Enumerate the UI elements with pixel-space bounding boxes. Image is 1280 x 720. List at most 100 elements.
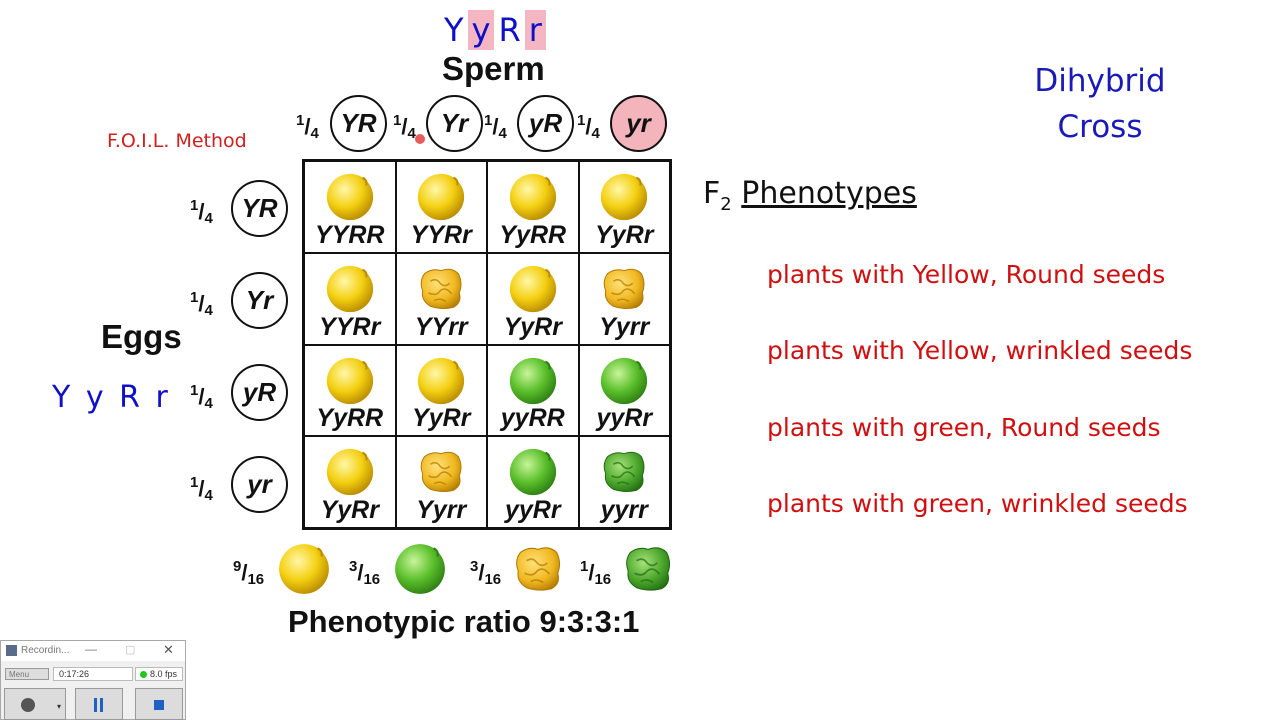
punnett-cell: YyRR — [487, 161, 579, 253]
sperm-fraction: 1/4 — [296, 112, 319, 142]
stop-icon — [154, 700, 164, 710]
recorder-menu-button[interactable]: Menu — [5, 668, 49, 680]
phenotype-item: plants with Yellow, wrinkled seeds — [767, 336, 1193, 365]
record-icon — [21, 698, 35, 712]
genotype-label: yyRR — [500, 404, 565, 433]
egg-fraction: 1/4 — [190, 289, 213, 319]
pea-yellow-round-icon — [323, 354, 377, 406]
punnett-cell: YYRR — [304, 161, 396, 253]
sperm-label: Sperm — [442, 50, 545, 87]
egg-gamete-circle: yR — [231, 364, 288, 421]
record-button[interactable]: ▾ — [4, 688, 66, 720]
punnett-cell: YyRr — [487, 252, 579, 345]
punnett-cell: YyRr — [395, 344, 487, 437]
allele: Y — [444, 11, 464, 49]
maximize-icon[interactable]: ▢ — [125, 644, 136, 656]
pea-yellow-round-icon — [323, 170, 377, 222]
ratio-fraction: 1/16 — [580, 558, 612, 588]
pea-yellow-wrinkled-icon — [597, 262, 651, 314]
phenotypic-ratio-text: Phenotypic ratio 9:3:3:1 — [288, 604, 640, 639]
genotype-label: Yyrr — [416, 496, 467, 524]
genotype-label: YyRR — [316, 404, 384, 433]
ratio-fraction: 3/16 — [470, 558, 502, 588]
punnett-cell: Yyrr — [578, 252, 670, 345]
genotype-label: YYrr — [414, 312, 468, 341]
punnett-cell: Yyrr — [395, 436, 487, 528]
punnett-cell: yyRR — [487, 344, 579, 437]
cursor-pointer-icon — [415, 134, 425, 144]
stop-button[interactable] — [135, 688, 183, 720]
screen-recorder-panel: Recordin... — ▢ ✕ Menu 0:17:26 8.0 fps ▾ — [0, 640, 186, 720]
pea-yellow-wrinkled-icon — [414, 445, 468, 497]
egg-fraction: 1/4 — [190, 382, 213, 412]
pea-green-round-icon — [506, 354, 560, 406]
egg-gamete-circle: YR — [231, 180, 288, 237]
genotype-label: YyRr — [595, 220, 654, 249]
pea-yellow-round-icon — [414, 354, 468, 406]
phenotype-item: plants with green, wrinkled seeds — [767, 489, 1188, 518]
sperm-fraction: 1/4 — [577, 112, 600, 142]
genotype-label: YYRr — [410, 220, 472, 249]
ratio-pea-yellow-round-icon — [276, 540, 332, 596]
recorder-titlebar[interactable]: Recordin... — ▢ ✕ — [1, 641, 185, 661]
recorder-fps: 8.0 fps — [135, 667, 183, 681]
sperm-gamete-circle: yr — [610, 95, 667, 152]
dropdown-arrow-icon[interactable]: ▾ — [57, 702, 62, 711]
egg-fraction: 1/4 — [190, 197, 213, 227]
phenotype-item: plants with Yellow, Round seeds — [767, 260, 1166, 289]
status-dot-icon — [140, 671, 147, 678]
genotype-label: YyRR — [499, 220, 567, 249]
punnett-cell: YyRr — [578, 161, 670, 253]
pea-yellow-round-icon — [506, 262, 560, 314]
title-line: Dihybrid — [1034, 63, 1166, 99]
allele: y — [467, 10, 495, 50]
pea-yellow-wrinkled-icon — [414, 262, 468, 314]
genotype-label: YyRr — [412, 404, 471, 433]
eggs-label: Eggs — [101, 318, 182, 355]
punnett-cell: yyRr — [487, 436, 579, 528]
recorder-title: Recordin... — [21, 645, 70, 656]
f2-phenotypes-heading: F2 Phenotypes — [703, 176, 917, 215]
slide-title: Dihybrid Cross — [1000, 58, 1200, 150]
punnett-cell: YyRR — [304, 344, 396, 437]
genotype-label: YYRr — [319, 312, 381, 341]
pea-green-round-icon — [506, 445, 560, 497]
ratio-pea-yellow-wrinkled-icon — [510, 540, 566, 596]
punnett-cell: YyRr — [304, 436, 396, 528]
punnett-cell: YYrr — [395, 252, 487, 345]
pea-yellow-round-icon — [506, 170, 560, 222]
pea-yellow-round-icon — [323, 445, 377, 497]
genotype-label: Yyrr — [599, 312, 650, 341]
egg-gamete-circle: yr — [231, 456, 288, 513]
pea-yellow-round-icon — [414, 170, 468, 222]
phenotype-item: plants with green, Round seeds — [767, 413, 1161, 442]
genotype-label: YyRr — [503, 312, 562, 341]
genotype-label: YYRR — [315, 220, 385, 249]
genotype-label: yyRr — [596, 404, 653, 433]
punnett-cell: YYRr — [395, 161, 487, 253]
foil-method-label: F.O.I.L. Method — [107, 130, 247, 152]
genotype-label: yyrr — [600, 496, 648, 524]
recorder-app-icon — [6, 645, 17, 656]
pause-icon — [94, 698, 97, 712]
pea-yellow-round-icon — [597, 170, 651, 222]
pause-button[interactable] — [75, 688, 123, 720]
sperm-gamete-circle: YR — [330, 95, 387, 152]
ratio-fraction: 3/16 — [349, 558, 381, 588]
ratio-pea-green-round-icon — [392, 540, 448, 596]
pause-icon-bar — [100, 698, 103, 712]
genotype-label: yyRr — [504, 496, 561, 524]
minimize-icon[interactable]: — — [85, 642, 97, 656]
punnett-cell: YYRr — [304, 252, 396, 345]
pea-green-round-icon — [597, 354, 651, 406]
ratio-fraction: 9/16 — [233, 558, 265, 588]
punnett-cell: yyrr — [578, 436, 670, 528]
egg-alleles: Y y R r — [52, 380, 168, 415]
close-icon[interactable]: ✕ — [163, 642, 174, 657]
pea-yellow-round-icon — [323, 262, 377, 314]
title-line: Cross — [1057, 109, 1143, 145]
allele: r — [524, 10, 546, 50]
sperm-gamete-circle: yR — [517, 95, 574, 152]
